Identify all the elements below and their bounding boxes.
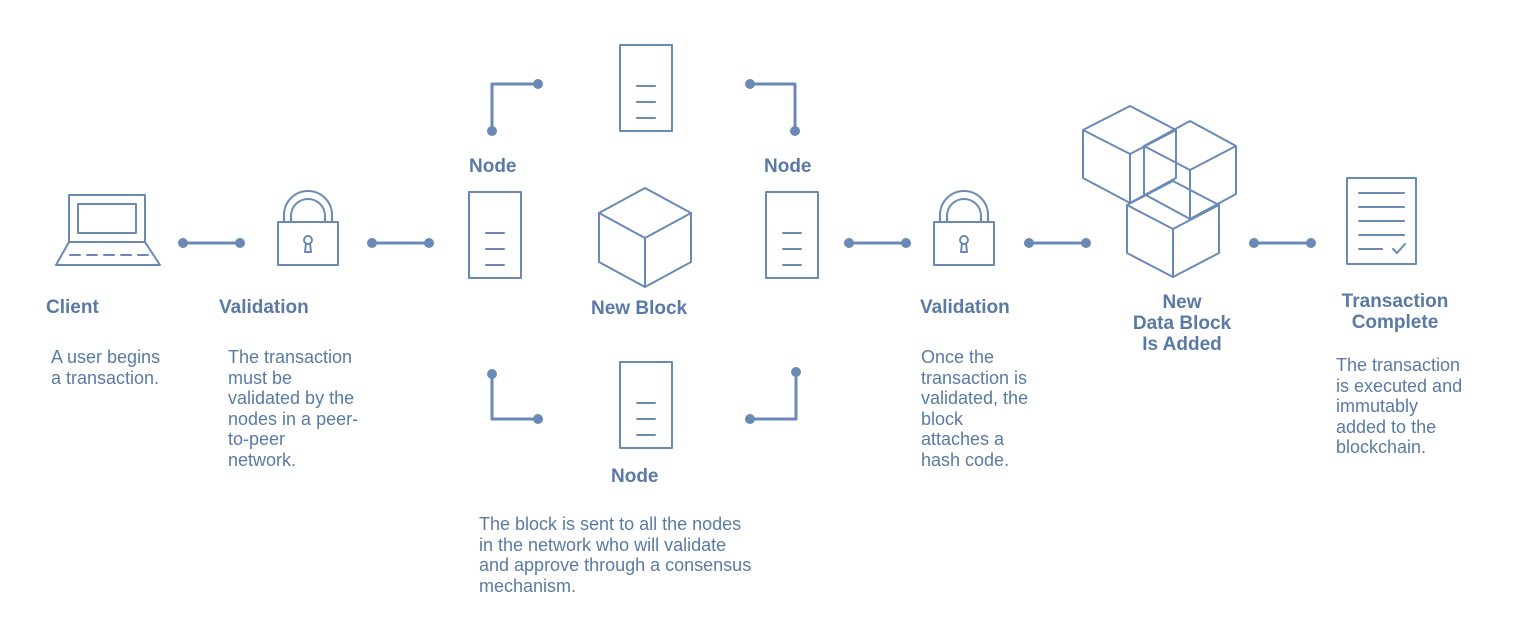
corner-connector-top-left <box>487 79 543 136</box>
document-check-icon <box>1346 177 1417 265</box>
new-block-title: New Block <box>591 298 688 319</box>
padlock-icon-2 <box>933 190 995 266</box>
server-icon-right <box>765 191 819 279</box>
stacked-cubes-icon <box>1082 105 1237 278</box>
complete-description: The transaction is executed and immutabl… <box>1336 355 1463 457</box>
node-label-right: Node <box>764 156 812 177</box>
data-block-title: New Data Block Is Added <box>1132 292 1232 355</box>
laptop-icon <box>55 194 161 266</box>
server-icon-top <box>619 44 673 132</box>
server-icon-left <box>468 191 522 279</box>
node-label-bottom: Node <box>611 466 659 487</box>
complete-title: Transaction Complete <box>1341 291 1449 333</box>
connector-validation-network <box>367 238 434 248</box>
server-icon-bottom <box>619 361 673 449</box>
validation-title-1: Validation <box>219 297 309 318</box>
corner-connector-top-right <box>745 79 800 136</box>
connector-network-validation <box>844 238 911 248</box>
cube-icon <box>598 187 692 288</box>
connector-client-validation <box>178 238 245 248</box>
corner-connector-bottom-right <box>745 367 801 424</box>
padlock-icon <box>277 190 339 266</box>
client-description: A user begins a transaction. <box>51 347 161 388</box>
client-title: Client <box>46 297 99 318</box>
validation-description-2: Once the transaction is validated, the b… <box>921 347 1029 470</box>
node-label-left: Node <box>469 156 517 177</box>
connector-datablock-complete <box>1249 238 1316 248</box>
connector-validation-datablock <box>1024 238 1091 248</box>
network-description: The block is sent to all the nodes in th… <box>479 514 752 596</box>
corner-connector-bottom-left <box>487 369 543 424</box>
validation-description-1: The transaction must be validated by the… <box>228 347 359 470</box>
validation-title-2: Validation <box>920 297 1010 318</box>
